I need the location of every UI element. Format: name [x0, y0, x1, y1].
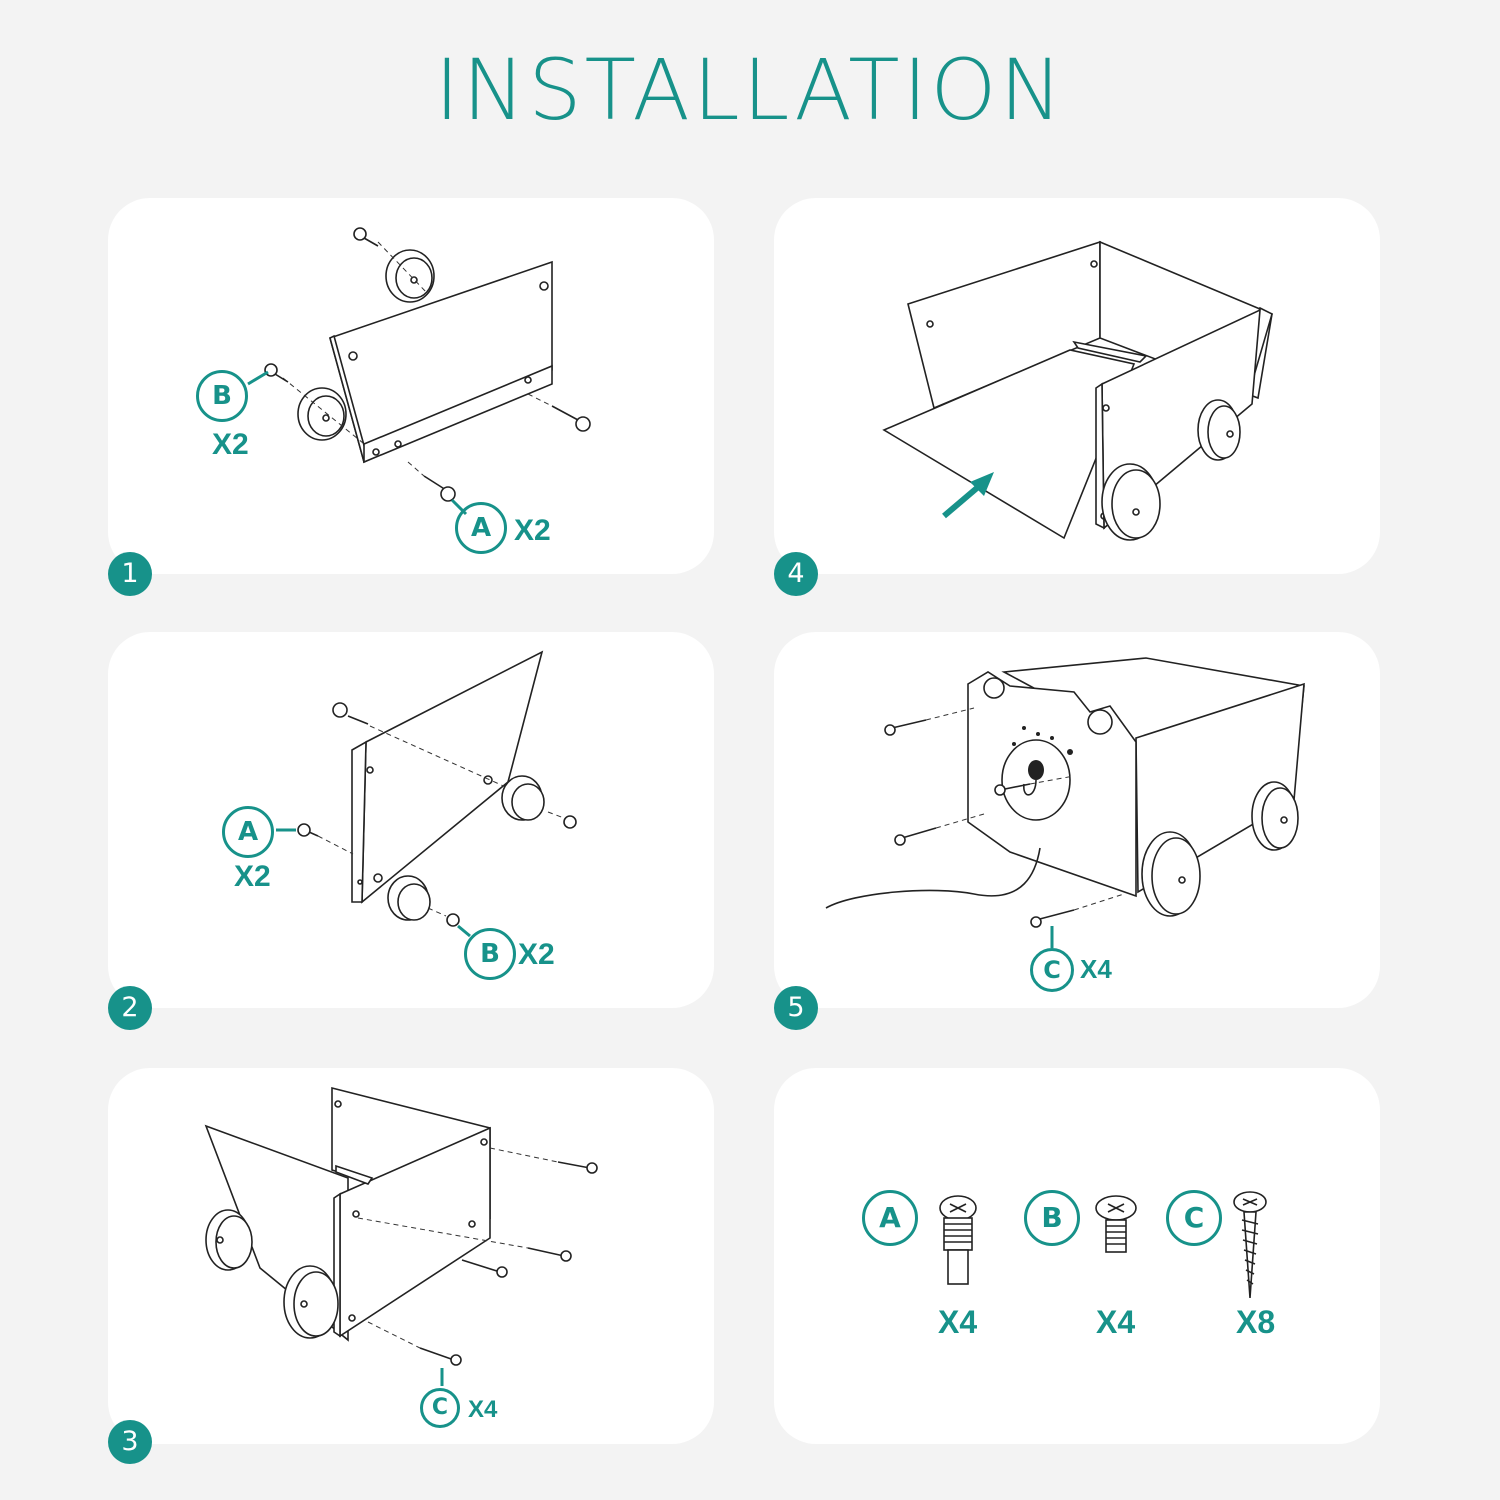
step-5-badge: 5 [774, 986, 818, 1030]
step-2-panel: A X2 B X2 [108, 632, 714, 1008]
step-2-illustration [276, 650, 577, 938]
step-3-callout-c: C [420, 1388, 460, 1428]
short-bolt-icon [1095, 1195, 1137, 1253]
part-label-b: B [196, 370, 248, 422]
step-5-qty-c: X4 [1080, 954, 1112, 984]
step-4-panel [774, 198, 1380, 574]
step-1-badge: 1 [108, 552, 152, 596]
step-5-callout-c: C [1030, 948, 1074, 992]
step-5-illustration [825, 657, 1305, 948]
dowel-pin-icon [939, 1195, 977, 1285]
part-label-a: A [455, 502, 507, 554]
step-2-callout-b: B [464, 928, 516, 980]
step-2-qty-a: X2 [234, 860, 271, 893]
step-2-callout-a: A [222, 806, 274, 858]
page-title: INSTALLATION [434, 41, 1066, 139]
part-a-label: A [862, 1190, 918, 1246]
part-b-label: B [1024, 1190, 1080, 1246]
step-4-badge: 4 [774, 552, 818, 596]
wood-screw-icon [1233, 1191, 1267, 1299]
step-3-qty-c: X4 [468, 1396, 498, 1423]
step-3-panel: C X4 [108, 1068, 714, 1444]
step-3-illustration [204, 1086, 598, 1386]
step-1-qty-b: X2 [212, 428, 249, 461]
step-2-qty-b: X2 [518, 938, 555, 971]
part-c-qty: X8 [1236, 1304, 1276, 1340]
parts-list-panel: A X4 B X4 C X8 [774, 1068, 1380, 1444]
step-1-callout-b: B [196, 370, 248, 422]
part-c-label: C [1166, 1190, 1222, 1246]
part-label-c: C [1030, 948, 1074, 992]
insert-arrow-head [970, 472, 994, 496]
part-a-qty: X4 [938, 1304, 978, 1340]
part-label-c: C [420, 1388, 460, 1428]
part-b-qty: X4 [1096, 1304, 1136, 1340]
step-3-badge: 3 [108, 1420, 152, 1464]
step-5-panel: C X4 [774, 632, 1380, 1008]
step-4-illustration [882, 240, 1273, 541]
step-2-badge: 2 [108, 986, 152, 1030]
step-1-illustration [247, 227, 591, 516]
part-label-b: B [464, 928, 516, 980]
step-1-qty-a: X2 [514, 514, 551, 547]
part-label-a: A [222, 806, 274, 858]
step-1-panel: B X2 A X2 [108, 198, 714, 574]
step-1-callout-a: A [455, 502, 507, 554]
